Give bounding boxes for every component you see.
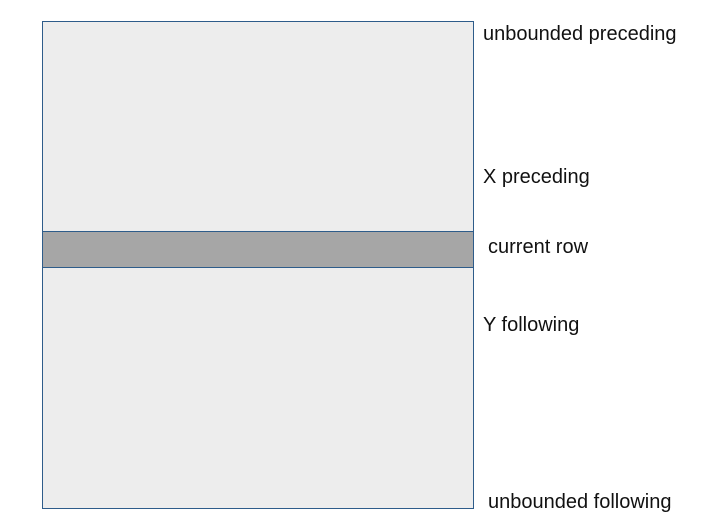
following-rows-block xyxy=(42,267,474,509)
unbounded-following-label: unbounded following xyxy=(488,491,672,513)
preceding-rows-block xyxy=(42,21,474,232)
current-row-label: current row xyxy=(488,236,589,258)
y-following-label: Y following xyxy=(483,314,580,336)
unbounded-preceding-label: unbounded preceding xyxy=(483,23,677,45)
current-row-block xyxy=(42,231,474,268)
x-preceding-label: X preceding xyxy=(483,166,590,188)
